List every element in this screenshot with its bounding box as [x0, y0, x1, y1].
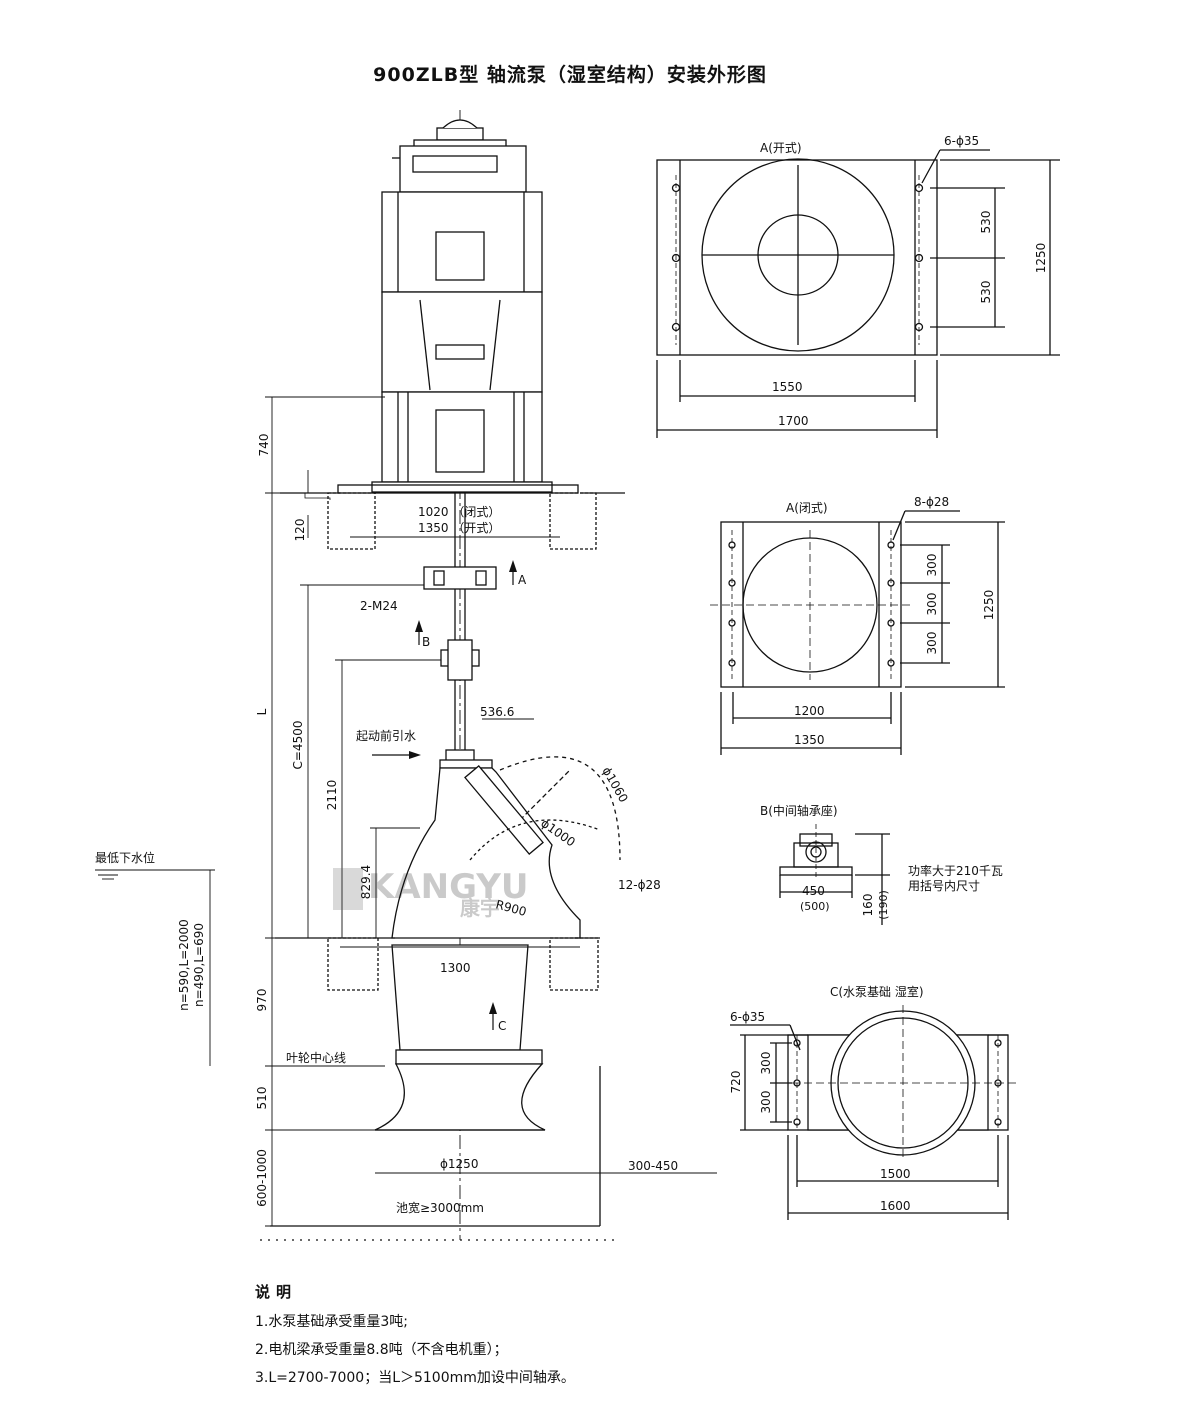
dim-536: 536.6 — [480, 705, 514, 719]
view-b-labels: B(中间轴承座) 450 (500) 160 (190) 功率大于210千瓦 用… — [760, 803, 1003, 920]
dim-1250-open: 1250 — [1034, 243, 1048, 274]
label-c: C — [498, 1019, 506, 1033]
view-a-open-holes: 6-ϕ35 — [944, 134, 979, 148]
dim-phi1060: ϕ1060 — [599, 765, 630, 805]
dim-1600: 1600 — [880, 1199, 911, 1213]
view-c-title: C(水泵基础 湿室) — [830, 984, 924, 999]
page-title: 900ZLB型 轴流泵（湿室结构）安装外形图 — [373, 64, 767, 86]
view-a-closed — [710, 510, 1005, 755]
dim-300-450: 300-450 — [628, 1159, 678, 1173]
view-c-labels: C(水泵基础 湿室) 6-ϕ35 720 300 300 1500 1600 — [729, 984, 924, 1213]
dim-300c-closed: 300 — [925, 632, 939, 655]
view-a-open-title: A(开式) — [760, 141, 802, 155]
watermark-text: KANGYU — [368, 867, 529, 907]
dim-300b-closed: 300 — [925, 593, 939, 616]
dim-2110: 2110 — [325, 780, 339, 811]
dim-1300: 1300 — [440, 961, 471, 975]
left-dimensions — [95, 396, 717, 1227]
dim-300a-c: 300 — [759, 1052, 773, 1075]
dim-740: 740 — [257, 434, 271, 457]
watermark: KANGYU 康宇 — [333, 867, 529, 920]
upper-foundation — [280, 484, 625, 550]
main-elevation-view — [95, 110, 717, 1241]
dim-190: (190) — [877, 890, 890, 920]
note-item-1: 1.水泵基础承受重量3吨; — [255, 1314, 408, 1330]
n-values-1: n=590,L=2000 — [177, 919, 191, 1011]
dim-530b: 530 — [979, 281, 993, 304]
motor — [371, 119, 553, 493]
notes-heading: 说明 — [255, 1283, 298, 1301]
bolt-2m24: 2-M24 — [360, 599, 398, 613]
notes-section: 说明 1.水泵基础承受重量3吨; 2.电机梁承受重量8.8吨（不含电机重）； 3… — [255, 1278, 575, 1392]
dim-1550: 1550 — [772, 380, 803, 394]
pool-width: 池宽≥3000mm — [396, 1200, 484, 1215]
pump-barrel — [374, 944, 546, 1131]
dim-530a: 530 — [979, 211, 993, 234]
watermark-cn: 康宇 — [460, 896, 500, 920]
dim-1500: 1500 — [880, 1167, 911, 1181]
dim-120: 120 — [293, 519, 307, 542]
dim-L: L — [255, 708, 269, 715]
dim-300b-c: 300 — [759, 1091, 773, 1114]
view-c-holes: 6-ϕ35 — [730, 1010, 765, 1024]
view-a-open — [656, 149, 1060, 438]
view-a-closed-holes: 8-ϕ28 — [914, 495, 949, 509]
view-b-bearing-seat — [779, 824, 890, 925]
dim-720: 720 — [729, 1071, 743, 1094]
view-a-closed-title: A(闭式) — [786, 501, 828, 515]
dim-1200: 1200 — [794, 704, 825, 718]
n-values-2: n=490,L=690 — [192, 923, 206, 1007]
view-arrows — [409, 560, 517, 1014]
note-item-2: 2.电机梁承受重量8.8吨（不含电机重）； — [255, 1342, 508, 1358]
dim-500: (500) — [800, 900, 830, 913]
dim-300a-closed: 300 — [925, 554, 939, 577]
dim-1350: 1350 （开式） — [418, 521, 500, 535]
dim-970: 970 — [255, 989, 269, 1012]
dim-1250-closed: 1250 — [982, 590, 996, 621]
impeller-centerline: 叶轮中心线 — [286, 1050, 346, 1065]
view-b-note-1: 功率大于210千瓦 — [908, 863, 1003, 878]
view-c-foundation — [730, 1005, 1020, 1220]
dim-c4500: C=4500 — [291, 721, 305, 770]
dim-829: 829.4 — [359, 865, 373, 899]
dim-450: 450 — [802, 884, 825, 898]
dim-phi1250: ϕ1250 — [440, 1157, 478, 1171]
view-a-closed-labels: A(闭式) 8-ϕ28 300 300 300 1250 1200 1350 — [786, 495, 996, 747]
dim-1350-closed: 1350 — [794, 733, 825, 747]
dim-510: 510 — [255, 1087, 269, 1110]
holes-12: 12-ϕ28 — [618, 878, 661, 892]
note-item-3: 3.L=2700-7000；当L＞5100mm加设中间轴承。 — [255, 1370, 575, 1386]
dim-1020: 1020 （闭式） — [418, 505, 500, 519]
label-a: A — [518, 573, 527, 587]
dim-1700: 1700 — [778, 414, 809, 428]
view-a-open-labels: A(开式) 6-ϕ35 530 530 1250 1550 1700 — [760, 134, 1048, 428]
label-b: B — [422, 635, 430, 649]
shaft — [423, 493, 497, 763]
main-view-labels: 740 120 L C=4500 2110 829.4 970 510 600-… — [95, 434, 678, 1215]
lowest-water-level: 最低下水位 — [95, 850, 155, 865]
lower-foundation — [275, 937, 600, 991]
pit-floor — [260, 1066, 620, 1241]
dim-600-1000: 600-1000 — [255, 1149, 269, 1207]
view-b-title: B(中间轴承座) — [760, 803, 838, 818]
view-b-note-2: 用括号内尺寸 — [908, 878, 980, 893]
prime-before-start: 起动前引水 — [356, 728, 416, 743]
dim-160: 160 — [861, 894, 875, 917]
